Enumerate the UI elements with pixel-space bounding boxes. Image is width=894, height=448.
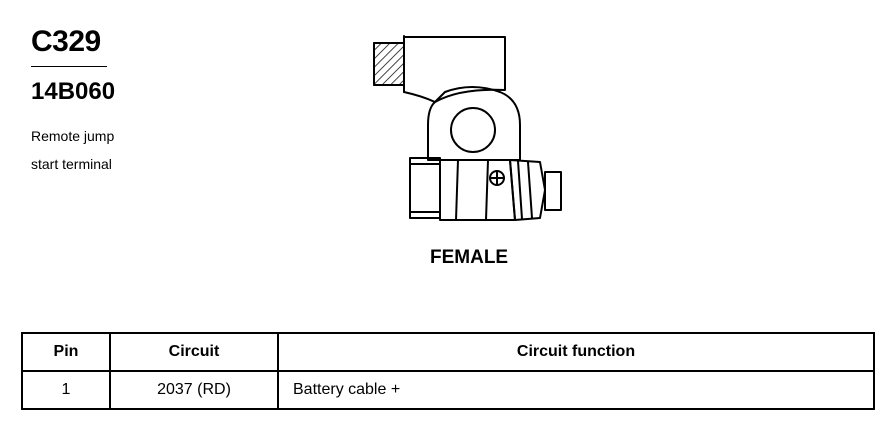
terminal-diagram — [373, 35, 562, 221]
header-circuit-function: Circuit function — [277, 332, 875, 372]
cell-circuit: 2037 (RD) — [109, 370, 279, 410]
description-line-2: start terminal — [31, 156, 112, 172]
table-row: 1 2037 (RD) Battery cable + — [21, 370, 875, 410]
ring-lug — [427, 86, 521, 161]
connector-id-underline — [31, 66, 107, 67]
description-line-1: Remote jump — [31, 128, 115, 144]
cable-hatch — [373, 42, 405, 86]
cell-function: Battery cable + — [277, 370, 875, 410]
lug-hole — [450, 107, 496, 153]
crimp-barrel — [403, 36, 506, 103]
clamp-body — [439, 159, 516, 221]
nut — [509, 159, 546, 221]
gender-label: FEMALE — [430, 247, 509, 268]
header-circuit: Circuit — [109, 332, 279, 372]
pinout-table: Pin Circuit Circuit function 1 2037 (RD)… — [21, 332, 875, 410]
clamp-left — [409, 157, 441, 219]
bolt-end — [544, 171, 562, 211]
cell-pin: 1 — [21, 370, 111, 410]
part-number: 14B060 — [31, 78, 116, 105]
connector-id: C329 — [31, 25, 101, 58]
header-pin: Pin — [21, 332, 111, 372]
table-header-row: Pin Circuit Circuit function — [21, 332, 875, 372]
